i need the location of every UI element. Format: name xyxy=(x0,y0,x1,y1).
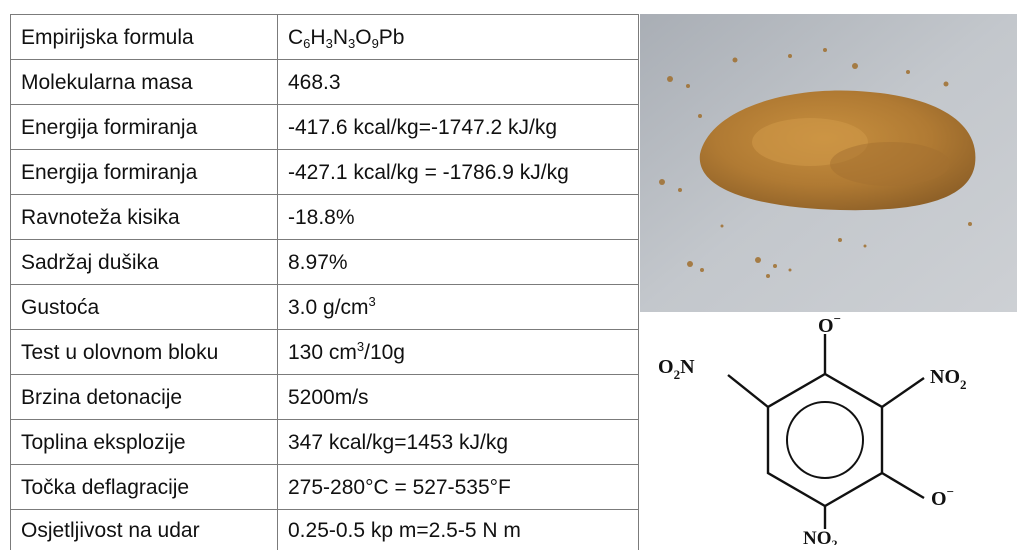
value-text: 5200m/s xyxy=(288,386,369,409)
powder-photo-image xyxy=(640,14,1017,312)
table-row: Energija formiranja -427.1 kcal/kg = -178… xyxy=(11,150,639,195)
right-oxygen-label: O− xyxy=(931,484,954,510)
bonds xyxy=(728,334,924,529)
property-value: 468.3 xyxy=(278,60,639,105)
property-label: Točka deflagracije xyxy=(11,465,278,510)
property-label: Molekularna masa xyxy=(11,60,278,105)
value-text: N xyxy=(333,26,348,49)
property-label: Osjetljivost na udar xyxy=(11,510,278,550)
value-text: 3.0 g/cm xyxy=(288,296,369,319)
table-row: Točka deflagracije 275-280°C = 527-535°F xyxy=(11,465,639,510)
property-label: Energija formiranja xyxy=(11,105,278,150)
property-label: Empirijska formula xyxy=(11,15,278,60)
value-superscript: 3 xyxy=(369,294,376,309)
property-label: Test u olovnom bloku xyxy=(11,330,278,375)
top-oxygen-label: O− xyxy=(818,312,841,337)
property-label: Sadržaj dušika xyxy=(11,240,278,285)
benzene-ring xyxy=(768,374,882,506)
value-text: C xyxy=(288,26,303,49)
property-label: Ravnoteža kisika xyxy=(11,195,278,240)
table-row: Sadržaj dušika 8.97% xyxy=(11,240,639,285)
property-value: -427.1 kcal/kg = -1786.9 kJ/kg xyxy=(278,150,639,195)
value-text: 275-280°C = 527-535°F xyxy=(288,476,511,499)
property-value: 275-280°C = 527-535°F xyxy=(278,465,639,510)
value-text: 468.3 xyxy=(288,71,341,94)
value-subscript: 3 xyxy=(326,36,333,51)
value-text: 8.97% xyxy=(288,251,348,274)
value-text: /10g xyxy=(364,341,405,364)
value-text: 130 cm xyxy=(288,341,357,364)
table-row: Energija formiranja -417.6 kcal/kg=-1747.… xyxy=(11,105,639,150)
powder-photo xyxy=(640,14,1017,312)
value-text: O xyxy=(355,26,371,49)
bottom-nitro-label: NO2 xyxy=(803,528,838,545)
table-row: Brzina detonacije 5200m/s xyxy=(11,375,639,420)
property-value: 0.25-0.5 kp m=2.5-5 N m xyxy=(278,510,639,550)
right-nitro-label: NO2 xyxy=(930,366,967,392)
property-label: Energija formiranja xyxy=(11,150,278,195)
property-label: Toplina eksplozije xyxy=(11,420,278,465)
property-value: 130 cm3/10g xyxy=(278,330,639,375)
left-nitro-label: O2N xyxy=(658,356,695,382)
value-text: -417.6 kcal/kg=-1747.2 kJ/kg xyxy=(288,116,557,139)
property-value: 347 kcal/kg=1453 kJ/kg xyxy=(278,420,639,465)
property-value: C6H3N3O9Pb xyxy=(278,15,639,60)
property-label: Brzina detonacije xyxy=(11,375,278,420)
trinitroresorcinate-structure: O− O2N NO2 O− NO2 xyxy=(640,312,1017,545)
value-text: 347 kcal/kg=1453 kJ/kg xyxy=(288,431,508,454)
property-value: -417.6 kcal/kg=-1747.2 kJ/kg xyxy=(278,105,639,150)
value-subscript: 9 xyxy=(372,36,379,51)
table-row: Ravnoteža kisika -18.8% xyxy=(11,195,639,240)
table-row: Osjetljivost na udar 0.25-0.5 kp m=2.5-5 … xyxy=(11,510,639,550)
value-text: Pb xyxy=(379,26,405,49)
table-row: Toplina eksplozije 347 kcal/kg=1453 kJ/kg xyxy=(11,420,639,465)
value-text: 0.25-0.5 kp m=2.5-5 N m xyxy=(288,519,521,542)
property-value: 8.97% xyxy=(278,240,639,285)
property-label: Gustoća xyxy=(11,285,278,330)
table-row: Molekularna masa 468.3 xyxy=(11,60,639,105)
value-text: -18.8% xyxy=(288,206,355,229)
property-value: 3.0 g/cm3 xyxy=(278,285,639,330)
property-value: -18.8% xyxy=(278,195,639,240)
value-text: H xyxy=(310,26,325,49)
property-value: 5200m/s xyxy=(278,375,639,420)
value-text: -427.1 kcal/kg = -1786.9 kJ/kg xyxy=(288,161,569,184)
